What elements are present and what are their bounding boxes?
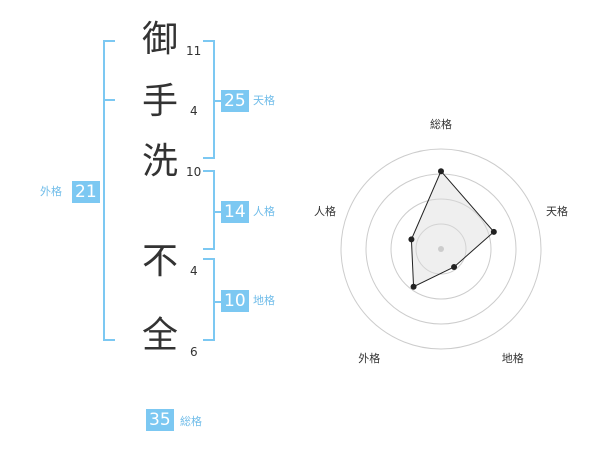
- stroke-count-5: 6: [190, 345, 198, 359]
- radar-ring-1: [415, 223, 467, 275]
- jinkaku-label: 人格: [253, 205, 275, 218]
- jinkaku-bracket: [203, 170, 215, 250]
- radar-point-5: [408, 236, 415, 243]
- soukaku-label: 総格: [180, 415, 202, 428]
- name-char-2: 手: [141, 81, 178, 122]
- name-char-3: 洗: [141, 141, 178, 182]
- radar-point-2: [490, 228, 497, 235]
- radar-ring-4: [340, 148, 542, 350]
- soukaku-value: 35: [146, 409, 174, 431]
- gaikaku-bracket: [103, 40, 115, 341]
- stroke-count-3: 10: [186, 165, 202, 179]
- tenkaku-value: 25: [221, 90, 249, 112]
- stroke-count-1: 11: [186, 44, 202, 58]
- radar-point-1: [438, 168, 444, 175]
- radar-axis-label-2: 天格: [546, 205, 569, 219]
- stroke-count-2: 4: [190, 104, 198, 118]
- chikaku-connector: [214, 301, 222, 303]
- jinkaku-connector: [214, 211, 222, 213]
- radar-ring-2: [390, 198, 492, 300]
- name-char-4: 不: [141, 241, 178, 282]
- name-char-1: 御: [141, 19, 178, 60]
- gaikaku-bracket-tick-1: [103, 99, 115, 101]
- jinkaku-value: 14: [221, 201, 249, 223]
- radar-axis-label-5: 人格: [313, 205, 336, 219]
- gaikaku-value: 21: [72, 181, 100, 203]
- name-char-5: 全: [141, 315, 178, 356]
- radar-axis-label-1: 総格: [430, 118, 452, 131]
- tenkaku-label: 天格: [253, 94, 275, 107]
- chikaku-label: 地格: [253, 294, 275, 307]
- radar-center: [438, 246, 444, 252]
- tenkaku-connector: [214, 100, 222, 102]
- radar-polygon: [410, 170, 495, 288]
- gaikaku-label: 外格: [40, 185, 62, 198]
- chikaku-bracket: [203, 258, 215, 341]
- radar-axis-label-3: 地格: [501, 351, 524, 365]
- stroke-count-4: 4: [190, 264, 198, 278]
- radar-point-4: [410, 283, 417, 290]
- chikaku-value: 10: [221, 290, 249, 312]
- radar-axis-label-4: 外格: [358, 351, 381, 365]
- tenkaku-bracket: [203, 40, 215, 159]
- radar-point-3: [451, 263, 458, 270]
